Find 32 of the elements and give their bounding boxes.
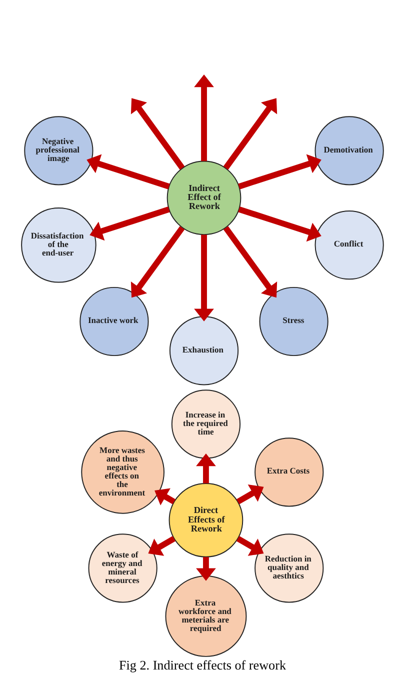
node-circle: Extra workforce and meterials are required: [165, 575, 247, 657]
arrow: [130, 98, 185, 170]
node-circle: Conflict: [314, 210, 384, 280]
arrow: [148, 536, 176, 556]
node-circle: Demotivation: [314, 116, 384, 186]
arrow: [223, 98, 278, 170]
arrow: [86, 154, 170, 190]
node-circle: Exhaustion: [169, 316, 239, 386]
node-circle: Negative professional image: [24, 116, 94, 186]
arrow: [238, 154, 322, 190]
node-circle: Extra Costs: [254, 438, 324, 507]
arrow: [194, 74, 214, 162]
arrow: [236, 536, 264, 556]
node-circle: More wastes and thus negative effects on the environment: [81, 430, 164, 514]
node-circle: Increase in the required time: [171, 390, 241, 459]
node-circle: Stress: [259, 286, 328, 356]
node-circle: Inactive work: [80, 286, 149, 356]
arrow: [194, 234, 214, 322]
node-circle: Waste of energy and mineral resources: [88, 534, 158, 603]
caption: Fig 2. Indirect effects of rework: [118, 657, 286, 672]
arrow: [196, 557, 216, 581]
arrow: [130, 226, 185, 298]
arrow: [196, 453, 216, 484]
node-circle: Dissatisfaction of the end-user: [21, 207, 96, 283]
node-circle: Indirect Effect of Rework: [166, 160, 242, 236]
arrow: [236, 484, 264, 504]
arrow: [154, 488, 176, 506]
arrow: [238, 206, 322, 242]
node-circle: Reduction in quality and aesthtics: [254, 534, 324, 603]
arrow: [223, 226, 278, 298]
arrow: [90, 206, 170, 241]
node-circle: Direct Effects of Rework: [168, 483, 244, 558]
